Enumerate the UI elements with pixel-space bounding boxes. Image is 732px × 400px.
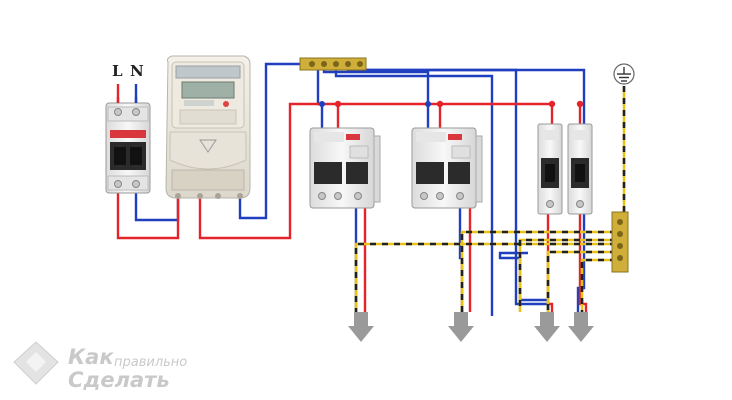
earth-wires <box>354 86 626 312</box>
rcbo-2 <box>411 127 483 209</box>
ground-icon <box>613 63 635 85</box>
output-arrow-4 <box>568 312 594 342</box>
phase-wire-nodes <box>334 100 584 108</box>
watermark-word-pravilno: правильно <box>114 355 187 370</box>
output-arrows <box>348 312 594 342</box>
circuit-breaker-1 <box>537 123 563 215</box>
neutral-wire-nodes <box>319 101 431 107</box>
watermark-word-sdelat: Сделать <box>68 368 170 392</box>
output-arrow-3 <box>534 312 560 342</box>
neutral-bus-bar <box>299 57 367 71</box>
neutral-label: N <box>130 62 144 80</box>
output-arrow-1 <box>348 312 374 342</box>
circuit-breaker-2 <box>567 123 593 215</box>
house-icon <box>13 341 59 385</box>
electricity-meter <box>165 55 251 199</box>
output-arrow-2 <box>448 312 474 342</box>
main-breaker <box>105 102 151 194</box>
rcbo-1 <box>309 127 381 209</box>
earth-bus-bar <box>611 211 629 273</box>
input-wires <box>116 84 138 103</box>
watermark-logo: Как правильно Сделать <box>13 341 187 392</box>
watermark-word-kak: Как <box>68 345 114 369</box>
line-label: L <box>112 62 123 80</box>
